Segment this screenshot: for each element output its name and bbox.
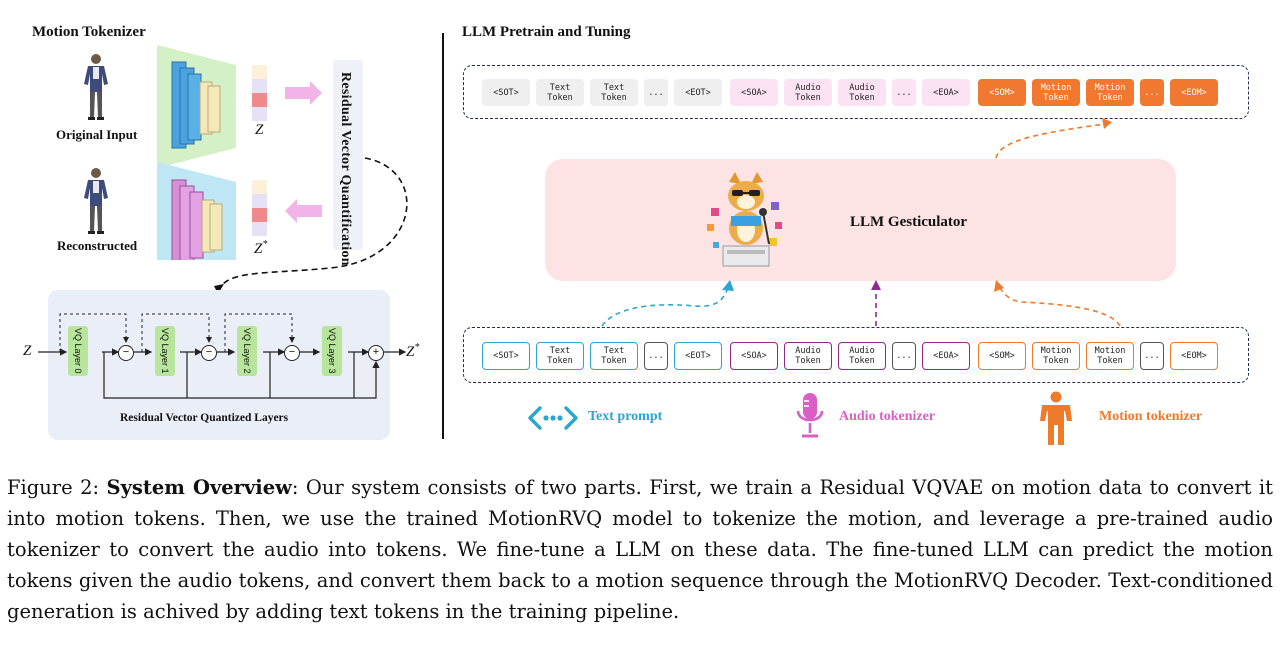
panel-divider <box>442 33 444 439</box>
output-token-3: ... <box>644 79 668 106</box>
minus-node-3: − <box>284 345 300 361</box>
input-token-10: <SOM> <box>978 342 1026 370</box>
input-token-4: <EOT> <box>674 342 722 370</box>
output-token-10: <SOM> <box>978 79 1026 106</box>
vq-layer-0: VQ Layer 0 <box>68 326 88 376</box>
output-sequence-box <box>463 65 1249 119</box>
input-token-1: Text Token <box>536 342 584 370</box>
output-token-2: Text Token <box>590 79 638 106</box>
encoder-decoder-graphic <box>157 45 363 260</box>
input-token-5: <SOA> <box>730 342 778 370</box>
zstar-label: Z* <box>254 239 268 257</box>
vq-layer-3: VQ Layer 3 <box>322 326 342 376</box>
rvq-panel <box>333 60 363 250</box>
output-token-8: ... <box>892 79 916 106</box>
rvq-layers-label: Residual Vector Quantized Layers <box>120 412 289 424</box>
input-token-6: Audio Token <box>784 342 832 370</box>
input-token-14: <EOM> <box>1170 342 1218 370</box>
output-token-1: Text Token <box>536 79 584 106</box>
llm-gesticulator-label: LLM Gesticulator <box>850 214 968 230</box>
output-token-7: Audio Token <box>838 79 886 106</box>
output-token-5: <SOA> <box>730 79 778 106</box>
original-input-label: Original Input <box>56 127 138 142</box>
input-token-13: ... <box>1140 342 1164 370</box>
input-sequence-box <box>463 327 1249 383</box>
microphone-icon <box>796 393 824 438</box>
output-token-11: Motion Token <box>1032 79 1080 106</box>
text-prompt-label: Text prompt <box>588 409 663 424</box>
llm-gesticulator-box <box>545 159 1176 281</box>
rvq-to-layers-arrow <box>214 157 408 294</box>
minus-node-1: − <box>118 345 134 361</box>
output-token-6: Audio Token <box>784 79 832 106</box>
caption-body: : Our system consists of two parts. Firs… <box>7 476 1274 623</box>
caption-prefix: Figure 2: <box>7 476 107 499</box>
input-token-8: ... <box>892 342 916 370</box>
input-token-9: <EOA> <box>922 342 970 370</box>
to-rvq-arrow <box>285 81 322 105</box>
z-label: Z <box>255 122 264 138</box>
from-rvq-arrow <box>285 199 322 223</box>
input-token-12: Motion Token <box>1086 342 1134 370</box>
rvq-label: Residual Vector Quantification <box>338 72 353 266</box>
vq-layer-2: VQ Layer 2 <box>237 326 257 376</box>
system-overview-figure: Motion Tokenizer Original Input Reconstr… <box>23 24 1249 445</box>
original-person-icon <box>84 54 108 120</box>
input-token-7: Audio Token <box>838 342 886 370</box>
output-token-4: <EOT> <box>674 79 722 106</box>
reconstructed-person-icon <box>84 168 108 234</box>
input-token-11: Motion Token <box>1032 342 1080 370</box>
output-token-14: <EOM> <box>1170 79 1218 106</box>
vq-layer-1: VQ Layer 1 <box>155 326 175 376</box>
minus-node-2: − <box>201 345 217 361</box>
rvq-layers-diagram <box>38 313 407 399</box>
input-token-0: <SOT> <box>482 342 530 370</box>
motion-tokenizer-title: Motion Tokenizer <box>32 24 146 40</box>
output-token-13: ... <box>1140 79 1164 106</box>
reconstructed-label: Reconstructed <box>57 238 138 253</box>
motion-person-icon <box>1040 391 1072 445</box>
output-zstar-label: Z* <box>406 342 420 360</box>
output-token-0: <SOT> <box>482 79 530 106</box>
flow-arrows <box>601 118 1121 327</box>
input-token-3: ... <box>644 342 668 370</box>
audio-tokenizer-label: Audio tokenizer <box>839 409 936 424</box>
input-token-2: Text Token <box>590 342 638 370</box>
output-token-9: <EOA> <box>922 79 970 106</box>
motion-tokenizer-label: Motion tokenizer <box>1099 409 1203 424</box>
plus-node: + <box>368 345 384 361</box>
output-token-12: Motion Token <box>1086 79 1134 106</box>
mascot-dog-icon <box>707 172 782 267</box>
input-z-label: Z <box>23 343 32 359</box>
caption-bold: System Overview <box>106 476 292 499</box>
text-prompt-icon <box>528 406 578 430</box>
llm-section-title: LLM Pretrain and Tuning <box>462 24 631 40</box>
figure-caption: Figure 2: System Overview: Our system co… <box>7 472 1273 627</box>
